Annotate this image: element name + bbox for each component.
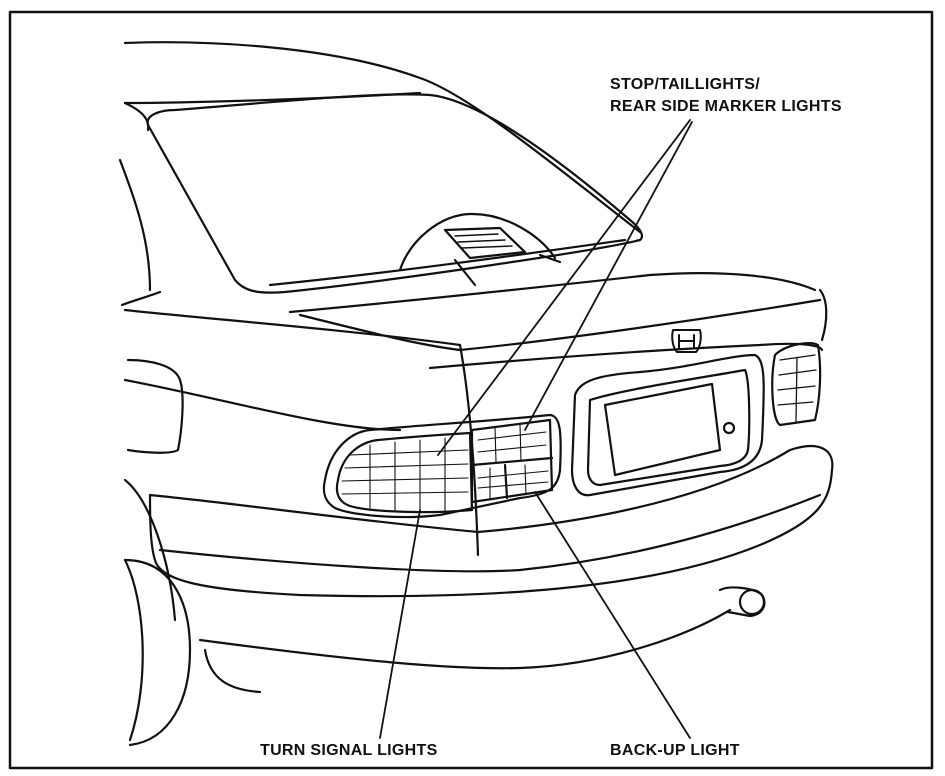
taillight-grid <box>341 424 549 512</box>
rear-wheel <box>123 558 144 742</box>
left-taillight-assembly <box>322 413 562 519</box>
leader-lines <box>379 119 693 739</box>
honda-emblem-icon <box>671 329 702 353</box>
rear-bumper <box>148 445 834 694</box>
leader-backup <box>534 491 691 739</box>
leader-turn-signal <box>379 509 421 739</box>
fuel-door <box>126 358 184 454</box>
stop-label-line2: REAR SIDE MARKER LIGHTS <box>610 98 842 115</box>
leader-stop-right <box>524 121 693 431</box>
stop-label-line1: STOP/TAILLIGHTS/ <box>610 76 760 93</box>
turn-signal-label: TURN SIGNAL LIGHTS <box>260 742 438 759</box>
leader-stop-left <box>437 119 691 456</box>
backup-light-label: BACK-UP LIGHT <box>610 742 740 759</box>
rear-window <box>146 93 644 294</box>
right-taillight <box>771 341 822 427</box>
exhaust-pipe <box>718 586 766 618</box>
trunk-lid <box>288 272 828 370</box>
stop-taillights-label: STOP/TAILLIGHTS/ REAR SIDE MARKER LIGHTS <box>610 74 842 118</box>
license-plate-area <box>570 353 765 497</box>
car-body-outline <box>118 41 642 747</box>
third-brake-light <box>398 212 562 287</box>
figure-border <box>8 10 934 770</box>
